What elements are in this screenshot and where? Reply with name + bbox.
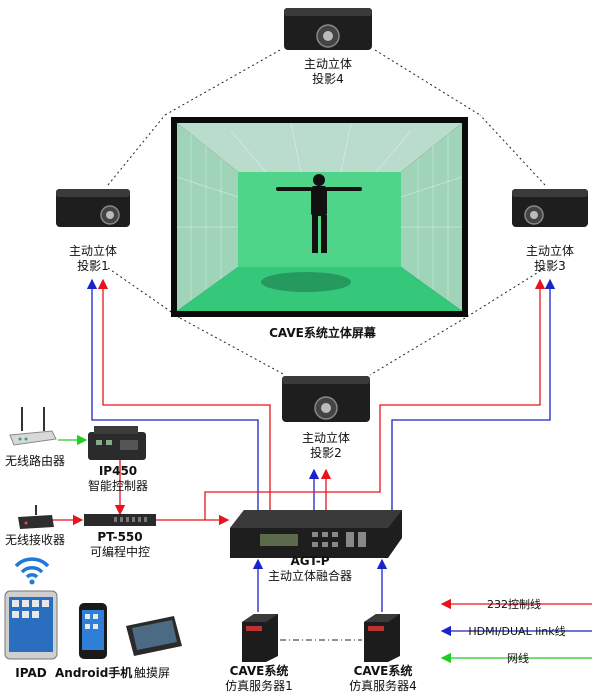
projector-1-label: 主动立体 投影1 (54, 244, 132, 274)
projector-label-line1: 主动立体 (303, 57, 352, 71)
legend-network: 网线 (507, 652, 529, 665)
projector-icon (512, 189, 588, 227)
projector-3-label: 主动立体 投影3 (510, 244, 590, 274)
ipad-label: IPAD (15, 666, 47, 680)
server-label-line1: CAVE系统 (229, 664, 289, 678)
android-label: Android手机 (55, 666, 133, 680)
legend-232: 232控制线 (487, 598, 541, 611)
ip450-label: IP450 智能控制器 (76, 464, 160, 494)
projector-icon (282, 376, 370, 422)
server-1-label: CAVE系统 仿真服务器1 (216, 664, 302, 694)
agtp-name: AGT-P (290, 554, 330, 568)
touch-panel-icon (126, 616, 182, 656)
server-label-line2: 仿真服务器1 (225, 679, 293, 693)
server-label-line2: 仿真服务器4 (349, 679, 417, 693)
dotted-octagon (107, 49, 546, 376)
projector-icon (56, 189, 130, 227)
agtp-label: AGT-P 主动立体融合器 (250, 554, 370, 584)
phone-icon (79, 603, 107, 659)
projector-4-label: 主动立体 投影4 (282, 57, 374, 87)
receiver-label: 无线接收器 (4, 533, 65, 547)
projector-label-line2: 投影4 (312, 72, 344, 86)
projector-label-line1: 主动立体 (525, 244, 574, 258)
server-icon (242, 614, 278, 662)
router-icon (9, 407, 57, 446)
router-label: 无线路由器 (4, 454, 65, 468)
cave-screen-image (176, 122, 463, 311)
controller-icon (88, 426, 146, 460)
person-silhouette (276, 174, 362, 253)
projector-2-label: 主动立体 投影2 (280, 431, 372, 461)
tablet-icon (4, 590, 58, 660)
projector-label-line2: 投影3 (534, 259, 566, 273)
cave-screen (171, 117, 468, 317)
pt550-name: PT-550 (97, 530, 143, 544)
agtp-desc: 主动立体融合器 (267, 569, 352, 583)
ip450-name: IP450 (98, 464, 138, 478)
touch-label: 触摸屏 (133, 666, 170, 680)
projector-label-line1: 主动立体 (301, 431, 350, 445)
projector-label-line2: 投影1 (77, 259, 109, 273)
pt550-label: PT-550 可编程中控 (76, 530, 164, 560)
projector-icon (284, 8, 372, 50)
server-label-line1: CAVE系统 (353, 664, 413, 678)
agtp-icon (230, 510, 402, 558)
ip450-desc: 智能控制器 (87, 479, 148, 493)
server-4-label: CAVE系统 仿真服务器4 (340, 664, 426, 694)
screen-title: CAVE系统立体屏幕 (269, 326, 376, 340)
legend-hdmi: HDMI/DUAL link线 (468, 625, 566, 638)
projector-label-line1: 主动立体 (68, 244, 117, 258)
receiver-icon (18, 505, 54, 529)
pt550-desc: 可编程中控 (89, 545, 150, 559)
pt550-icon (84, 514, 156, 526)
server-icon (364, 614, 400, 662)
projector-label-line2: 投影2 (310, 446, 342, 460)
